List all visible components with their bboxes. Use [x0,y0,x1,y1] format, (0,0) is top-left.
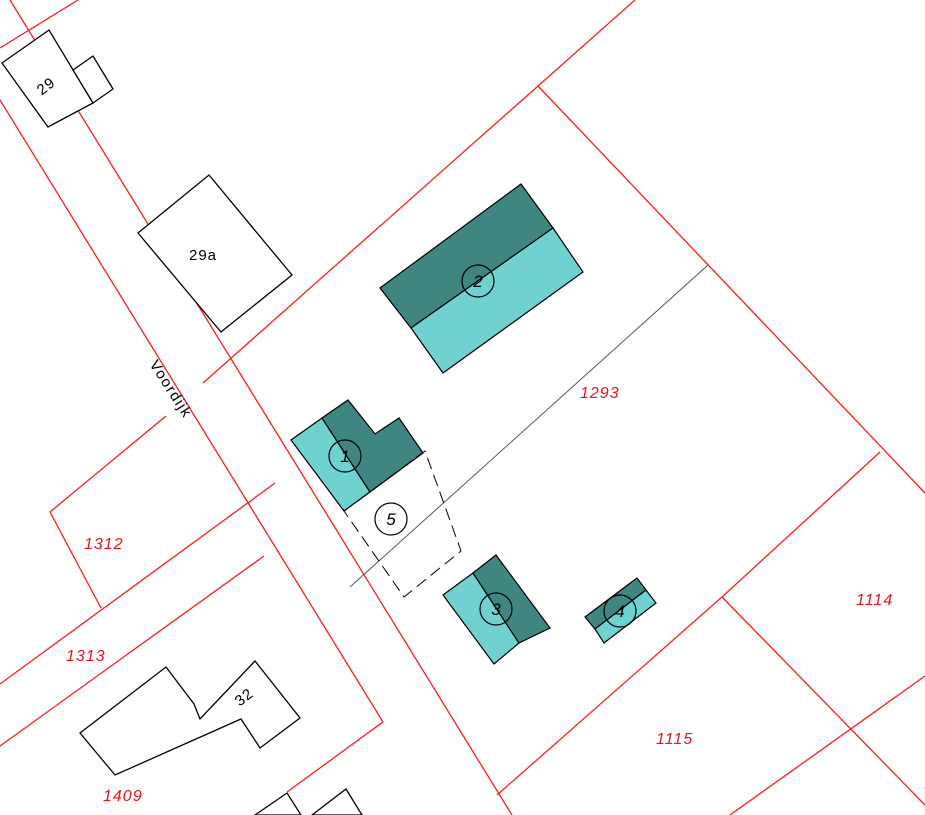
boundary-1115-east [721,596,925,806]
building-bottom [253,792,302,815]
house-number-29a: 29a [189,247,217,264]
marker-circle-2 [461,264,495,298]
existing-buildings [1,29,363,815]
marker-circle-4 [603,594,637,628]
marker-circle-3 [479,592,513,626]
boundary-1312-west [49,511,102,609]
building-32 [79,660,301,776]
marker-label-2: 2 [472,272,483,291]
marker-label-5: 5 [386,510,396,529]
building-1-dark-part [321,399,424,493]
boundary-southeast-1 [729,675,925,815]
marker-label-1: 1 [340,447,349,466]
marker-circle-5 [374,502,408,536]
parcel-label-1114: 1114 [856,592,893,609]
boundary-1312-north [49,415,167,513]
marker-label-4: 4 [615,602,624,621]
road-west-edge [0,99,384,723]
parcel-label-1293: 1293 [580,385,620,402]
building-3 [442,554,551,665]
marker-label-3: 3 [491,600,501,619]
building-2-light-half [410,227,584,374]
boundary-1293-1114 [721,451,881,598]
planned-building-5-outline [343,450,462,598]
parcel-label-1313: 1313 [66,648,106,665]
parcel-label-1312: 1312 [84,536,124,553]
boundary-east [537,85,925,494]
parcel-labels: 1293 1312 1313 1409 1114 1115 [66,385,893,805]
building-3-dark-part [472,554,551,644]
parcel-label-1409: 1409 [103,788,143,805]
street-name-label: Voordijk [146,357,196,421]
boundary-1409-east [286,721,384,793]
boundary-top [202,0,636,384]
building-29-annex [72,55,114,104]
boundary-1312-south [0,482,276,685]
parcel-label-1115: 1115 [656,731,693,748]
building-4-light-part [594,589,657,644]
house-number-labels: 29 29a 32 [34,74,257,710]
building-bottom-2 [310,788,363,815]
building-29a [137,174,293,333]
boundary-1313-south [0,555,265,747]
internal-divider-line [349,264,709,588]
building-4 [584,577,657,644]
marker-circle-1 [328,439,362,473]
building-2 [379,183,584,374]
building-1 [290,399,424,512]
object-markers: 1 2 3 4 5 [328,264,637,628]
road-east-edge [9,0,513,815]
boundary-top-left [0,0,79,49]
boundary-1115-north [496,596,723,796]
